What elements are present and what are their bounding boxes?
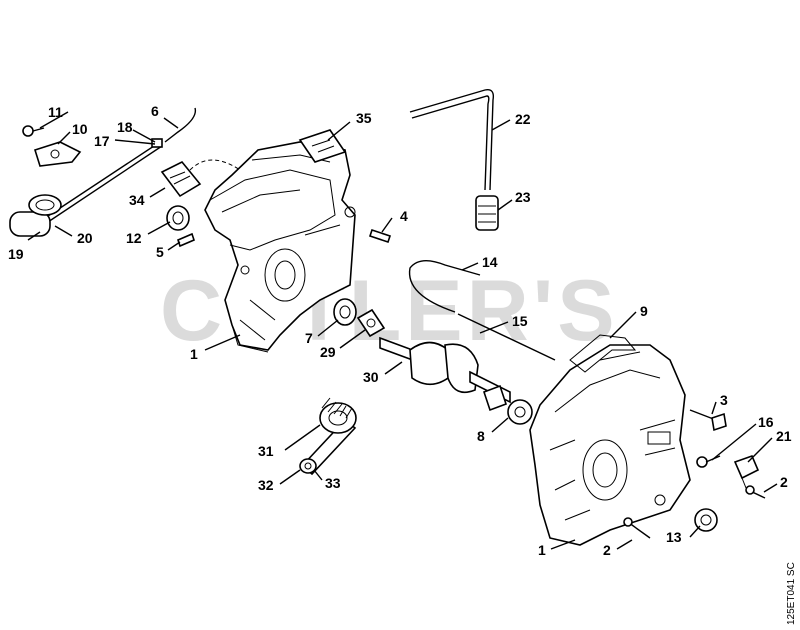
wire-15 [457,313,556,361]
oil-seal-13 [694,508,718,532]
callout-2a: 2 [603,542,611,558]
callout-14: 14 [482,254,498,270]
callout-1a: 1 [190,346,198,362]
callout-19: 19 [8,246,24,262]
oil-seal-12 [166,205,190,231]
callout-2b: 2 [780,474,788,490]
nipple-18 [151,138,163,148]
callout-23: 23 [515,189,531,205]
callout-6: 6 [151,103,159,119]
callout-8: 8 [477,428,485,444]
callout-22: 22 [515,111,531,127]
callout-11: 11 [48,104,63,120]
callout-18: 18 [117,119,133,135]
bracket-21 [733,454,760,489]
throttle-rod [44,107,197,223]
crankshaft [379,336,511,412]
gasket [569,334,637,373]
callout-10: 10 [72,121,88,137]
screw-3 [689,409,727,432]
bearing-8 [507,399,533,425]
crankcase-right-half [529,344,691,546]
callout-29: 29 [320,344,336,360]
callout-3: 3 [720,392,728,408]
label-arrow [189,159,241,171]
crankcase-left-half [204,141,356,353]
pin-4 [368,228,392,244]
oil-hose [409,89,495,191]
oil-pickup-body [475,195,499,231]
ring-20 [28,194,62,216]
callout-15: 15 [512,313,528,329]
callout-1b: 1 [538,542,546,558]
diagram-code: 125ET041 SC [786,562,797,625]
callout-13: 13 [666,529,682,545]
callout-12: 12 [126,230,142,246]
callout-5: 5 [156,244,164,260]
warning-label-35 [298,129,347,163]
needle-cage-31 [321,397,353,419]
callout-numbers: 11 10 6 18 17 34 35 20 19 12 5 4 22 23 1… [8,103,792,558]
screw-16 [696,455,721,468]
pin-5 [177,232,195,248]
callout-32: 32 [258,477,274,493]
leader-lines [27,111,778,550]
connecting-rod [299,402,357,476]
callout-30: 30 [363,369,379,385]
callout-4: 4 [400,208,408,224]
callout-21: 21 [776,428,792,444]
screw-2a [623,517,651,539]
hose-14 [408,260,481,313]
washer-29 [356,308,386,338]
callout-17: 17 [94,133,110,149]
callout-35: 35 [356,110,372,126]
callout-9: 9 [640,303,648,319]
callout-31: 31 [258,443,274,459]
bearing-7 [333,298,357,326]
warning-label-34 [160,160,202,198]
cable-sleeve-19 [9,211,51,237]
callout-34: 34 [129,192,145,208]
callout-20: 20 [77,230,93,246]
clamp-10 [33,141,82,167]
callout-7: 7 [305,330,313,346]
callout-33: 33 [325,475,341,491]
callout-16: 16 [758,414,774,430]
screw-11 [22,125,45,137]
screw-2b [745,485,766,499]
